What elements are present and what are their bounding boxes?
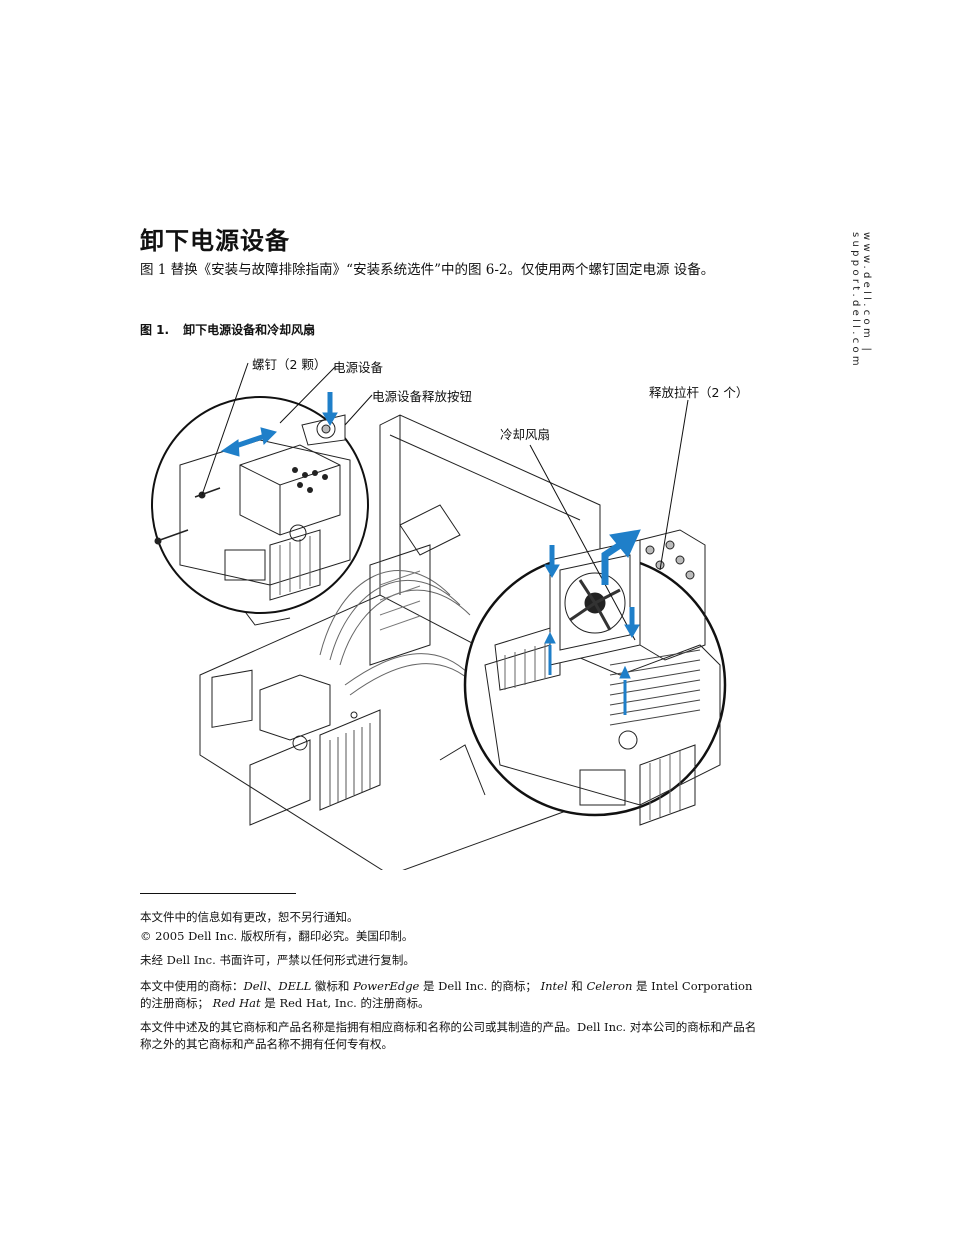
figure-label: 图 1. xyxy=(140,323,170,337)
callout-release-button: 电源设备释放按钮 xyxy=(372,389,473,404)
footnote-trademarks: 本文中使用的商标：Dell、DELL 徽标和 PowerEdge 是 Dell … xyxy=(140,979,753,1010)
callout-screws: 螺钉（2 颗） xyxy=(252,357,327,372)
footnote-other-trademarks: 本文件中述及的其它商标和产品名称是指拥有相应商标和名称的公司或其制造的产品。De… xyxy=(140,1020,757,1051)
footnote-change-notice: 本文件中的信息如有更改，恕不另行通知。 xyxy=(140,910,359,924)
intro-paragraph: 图 1 替换《安装与故障排除指南》“安装系统选件”中的图 6-2。仅使用两个螺钉… xyxy=(140,262,715,278)
figure-title: 卸下电源设备和冷却风扇 xyxy=(183,323,316,337)
figure-caption: 图 1. 卸下电源设备和冷却风扇 xyxy=(140,321,315,338)
sidebar-url: www.dell.com | support.dell.com xyxy=(850,232,872,369)
callout-release-levers: 释放拉杆（2 个） xyxy=(649,385,749,400)
page-title: 卸下电源设备 xyxy=(140,227,290,255)
figure-illustration xyxy=(151,362,727,870)
footnote-rule xyxy=(140,893,296,894)
callout-cooling-fan: 冷却风扇 xyxy=(500,427,551,442)
callout-power-supply: 电源设备 xyxy=(333,360,384,375)
movement-arrows xyxy=(220,392,641,715)
zoom-detail-left xyxy=(151,362,373,626)
footnote-copyright: © 2005 Dell Inc. 版权所有，翻印必究。美国印制。 xyxy=(140,929,414,943)
footnote-reproduction: 未经 Dell Inc. 书面许可，严禁以任何形式进行复制。 xyxy=(140,953,415,967)
